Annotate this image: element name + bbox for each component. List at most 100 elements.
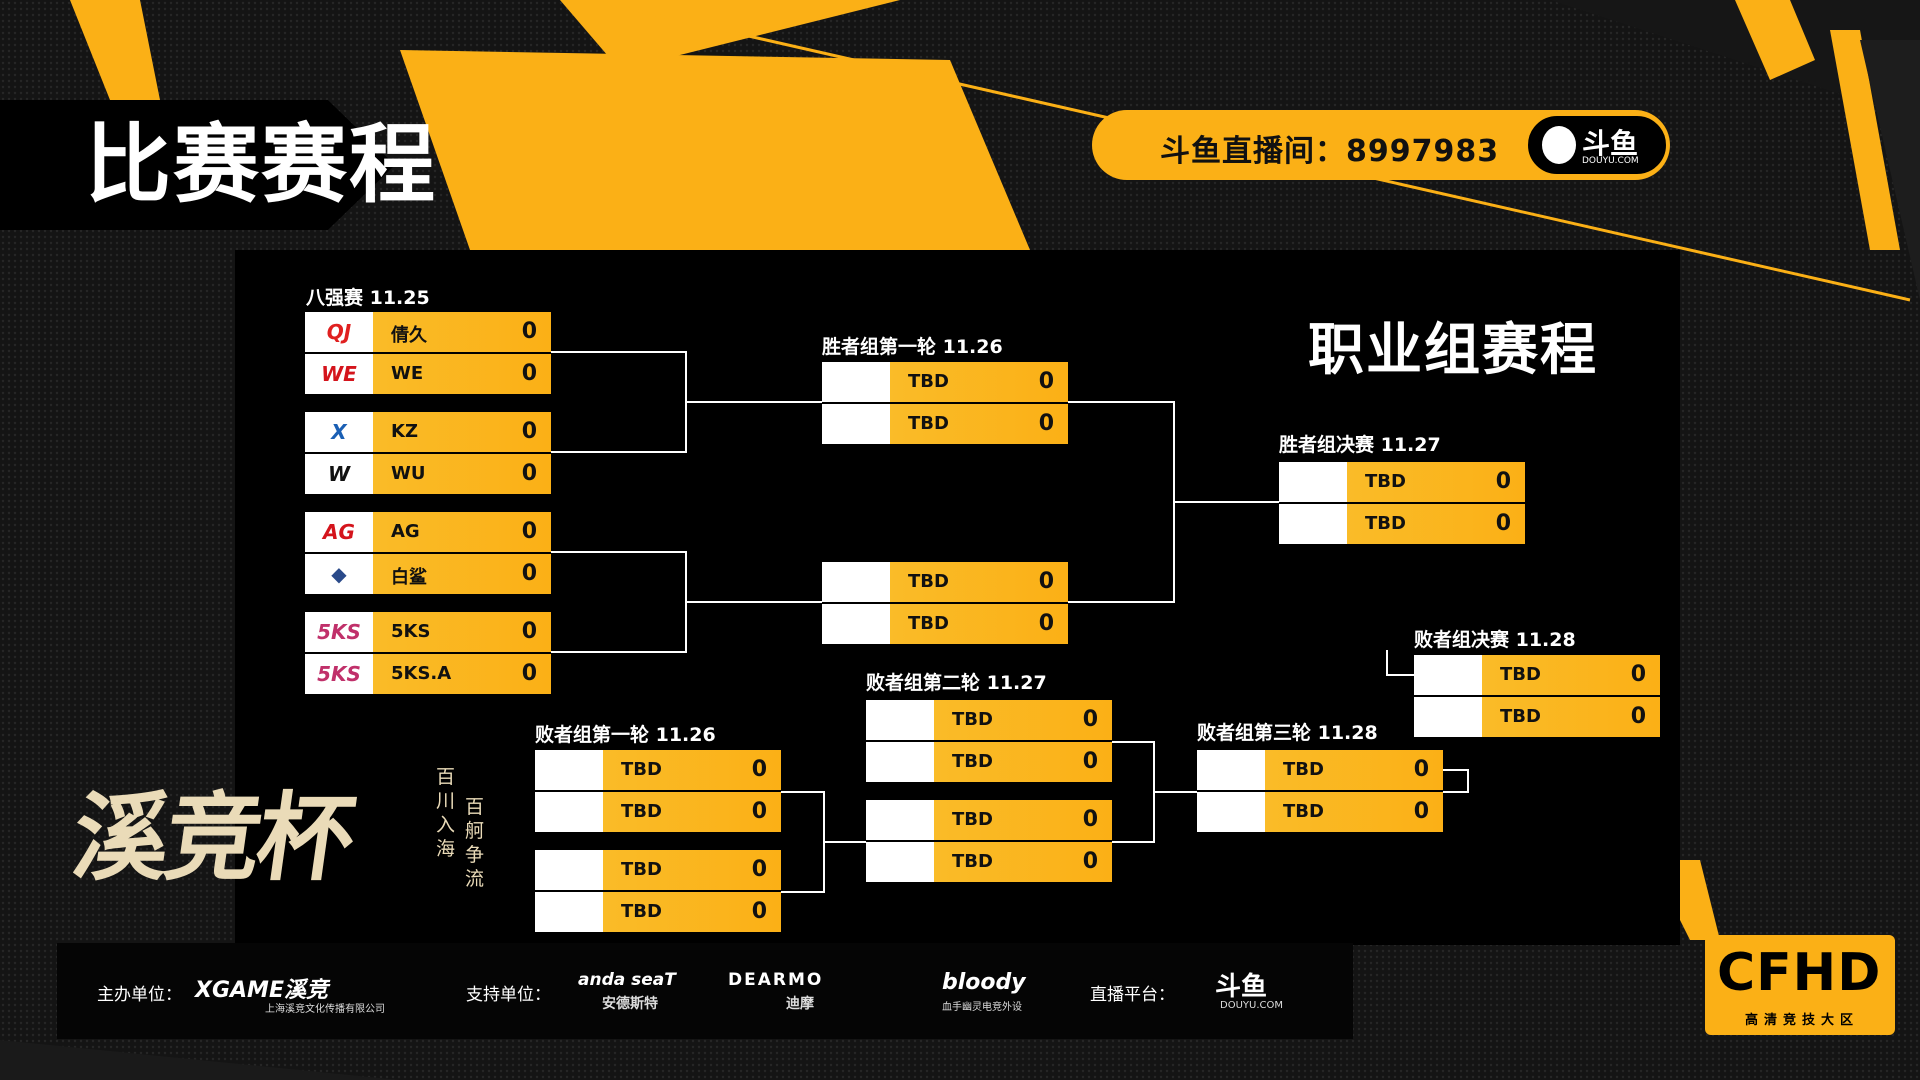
team-name: TBD (621, 759, 662, 780)
stage-label-winners-final: 胜者组决赛 11.27 (1279, 434, 1441, 456)
team-score: 0 (1495, 469, 1511, 494)
team-score: 0 (751, 857, 767, 882)
team-score: 0 (1082, 849, 1098, 874)
we-logo-icon: WE (305, 354, 373, 394)
qj-logo-icon: QJ (305, 312, 373, 352)
team-logo-placeholder (866, 842, 934, 882)
team-score: 0 (1038, 411, 1054, 436)
dearmo-logo: DEARMO (728, 970, 824, 990)
team-name: TBD (908, 613, 949, 634)
stage-label-losers-r3: 败者组第三轮 11.28 (1197, 722, 1378, 744)
team-score: 0 (1038, 611, 1054, 636)
team-score: 0 (1082, 749, 1098, 774)
team-score: 0 (751, 757, 767, 782)
team-row[interactable]: TBD 0 (1279, 504, 1525, 544)
team-logo-placeholder (1197, 792, 1265, 832)
team-score: 0 (1082, 807, 1098, 832)
team-logo-placeholder (1414, 655, 1482, 695)
team-logo-placeholder (866, 700, 934, 740)
team-name: TBD (908, 371, 949, 392)
team-score: 0 (1413, 799, 1429, 824)
team-score: 0 (1082, 707, 1098, 732)
team-logo-placeholder (822, 362, 890, 402)
team-name: TBD (1283, 759, 1324, 780)
host-label: 主办单位： (97, 985, 182, 1005)
team-row[interactable]: TBD 0 (822, 562, 1068, 602)
team-score: 0 (521, 561, 537, 586)
team-name: TBD (952, 809, 993, 830)
team-logo-placeholder (866, 800, 934, 840)
team-logo-placeholder (1279, 504, 1347, 544)
douyu-footer-sub: DOUYU.COM (1220, 1000, 1283, 1011)
team-score: 0 (1038, 569, 1054, 594)
team-name: TBD (1365, 513, 1406, 534)
team-logo-placeholder (535, 892, 603, 932)
team-name: 5KS (391, 621, 431, 642)
team-name: TBD (621, 901, 662, 922)
team-row[interactable]: TBD 0 (866, 700, 1112, 740)
dearmo-logo-sub: 迪摩 (786, 996, 814, 1012)
team-score: 0 (521, 419, 537, 444)
douyu-logo-sub: DOUYU.COM (1582, 156, 1639, 166)
team-name: TBD (908, 413, 949, 434)
douyu-logo: 斗鱼 DOUYU.COM (1526, 114, 1668, 176)
bloody-logo-sub: 血手幽灵电竞外设 (942, 1002, 1022, 1013)
live-label: 直播平台： (1090, 985, 1175, 1005)
team-logo-placeholder (535, 792, 603, 832)
team-name: WE (391, 363, 424, 384)
team-logo-placeholder (535, 850, 603, 890)
team-name: TBD (952, 709, 993, 730)
stage-label-losers-r1: 败者组第一轮 11.26 (535, 724, 716, 746)
team-row[interactable]: WE WE 0 (305, 354, 551, 394)
team-logo-placeholder (822, 404, 890, 444)
team-row[interactable]: TBD 0 (535, 750, 781, 790)
5ks-logo-icon: 5KS (305, 654, 373, 694)
title-banner (0, 100, 395, 230)
xgame-logo: XGAME溪竞 (195, 978, 328, 1003)
team-score: 0 (1630, 662, 1646, 687)
team-name: 5KS.A (391, 663, 452, 684)
team-row[interactable]: TBD 0 (822, 404, 1068, 444)
team-score: 0 (521, 319, 537, 344)
team-row[interactable]: TBD 0 (866, 800, 1112, 840)
team-name: TBD (952, 751, 993, 772)
team-row[interactable]: TBD 0 (866, 842, 1112, 882)
cfhd-sub: 高清竞技大区 (1745, 1013, 1860, 1028)
team-name: WU (391, 463, 426, 484)
page-title: 比赛赛程 (85, 115, 437, 215)
team-name: AG (391, 521, 420, 542)
team-name: TBD (908, 571, 949, 592)
team-score: 0 (1495, 511, 1511, 536)
stage-label-winners-r1: 胜者组第一轮 11.26 (822, 336, 1003, 358)
shark-logo-icon: ◆ (305, 554, 373, 594)
team-score: 0 (521, 361, 537, 386)
team-name: TBD (952, 851, 993, 872)
andaseat-logo-sub: 安德斯特 (602, 996, 658, 1012)
team-score: 0 (1630, 704, 1646, 729)
team-row[interactable]: TBD 0 (822, 604, 1068, 644)
team-row[interactable]: TBD 0 (866, 742, 1112, 782)
